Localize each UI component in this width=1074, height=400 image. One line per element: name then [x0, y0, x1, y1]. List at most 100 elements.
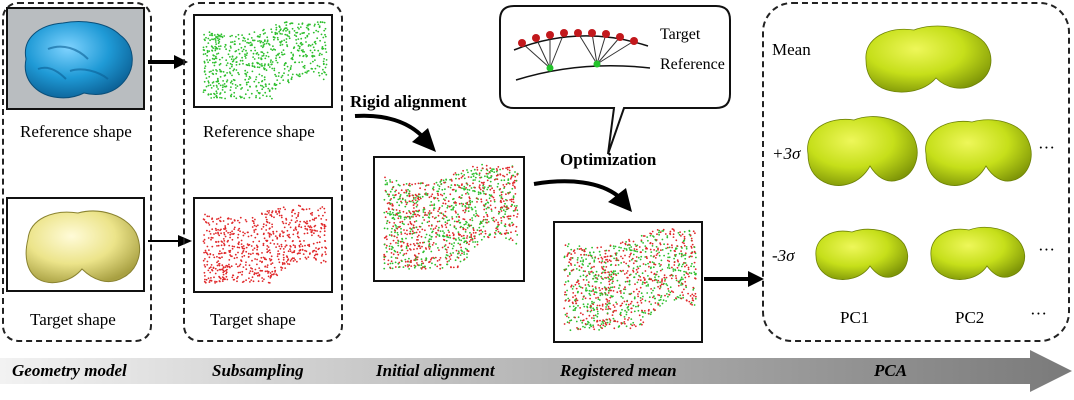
point	[612, 317, 615, 320]
point	[425, 192, 427, 195]
point	[480, 176, 483, 179]
point	[640, 251, 642, 254]
point	[282, 256, 285, 259]
point	[383, 258, 386, 261]
point	[280, 51, 283, 54]
point	[400, 201, 403, 204]
point	[229, 254, 231, 256]
point	[613, 247, 615, 250]
point	[455, 211, 457, 214]
point	[413, 207, 415, 209]
point	[212, 38, 215, 41]
point	[605, 249, 608, 252]
point	[428, 234, 431, 237]
point	[682, 254, 685, 257]
point	[608, 300, 611, 302]
point	[399, 195, 401, 198]
point	[673, 264, 676, 266]
point	[585, 258, 587, 260]
point	[605, 266, 608, 268]
point	[278, 261, 281, 264]
point	[607, 271, 609, 273]
point	[641, 309, 643, 312]
point	[613, 327, 616, 330]
point	[609, 296, 612, 299]
point	[216, 269, 219, 272]
point	[482, 184, 484, 187]
point	[249, 41, 252, 44]
point	[457, 242, 460, 245]
point	[602, 271, 604, 274]
point	[225, 59, 228, 62]
point	[435, 236, 437, 238]
point	[690, 265, 692, 268]
point	[390, 234, 393, 237]
point	[474, 179, 476, 181]
point	[238, 73, 240, 76]
point	[251, 270, 254, 273]
point	[412, 216, 414, 218]
point	[286, 229, 289, 232]
point	[230, 265, 233, 268]
point	[238, 52, 241, 55]
point	[564, 244, 567, 247]
point	[423, 208, 426, 211]
point	[207, 237, 210, 239]
point	[582, 259, 585, 262]
point	[566, 253, 569, 256]
point	[215, 72, 218, 75]
point	[244, 55, 246, 58]
point	[396, 227, 399, 230]
point	[411, 183, 413, 186]
point	[206, 263, 209, 266]
point	[661, 279, 663, 282]
point	[567, 252, 570, 255]
point	[304, 249, 306, 252]
point	[289, 22, 291, 25]
point	[233, 219, 236, 221]
point	[691, 239, 693, 242]
point	[511, 166, 514, 168]
point	[242, 251, 244, 253]
point	[269, 227, 271, 230]
point	[459, 243, 461, 246]
point	[645, 246, 648, 249]
point	[325, 51, 328, 53]
point	[666, 259, 669, 262]
point	[632, 253, 635, 256]
point	[241, 96, 243, 98]
point	[405, 183, 408, 185]
point	[204, 275, 206, 277]
point	[441, 267, 444, 269]
point	[311, 51, 314, 54]
point	[618, 287, 620, 289]
optimization-label: Optimization	[560, 150, 657, 169]
point	[273, 266, 276, 269]
point	[676, 266, 679, 269]
point	[610, 275, 613, 278]
point	[430, 250, 433, 253]
point	[306, 220, 308, 223]
point	[245, 279, 247, 282]
point	[294, 212, 296, 215]
point	[244, 219, 247, 221]
point	[208, 71, 211, 73]
point	[237, 271, 240, 274]
point	[478, 229, 481, 232]
point	[446, 234, 449, 236]
point	[450, 266, 452, 268]
point	[658, 231, 660, 234]
point	[245, 83, 248, 86]
point	[566, 315, 568, 318]
point	[572, 250, 575, 253]
point	[617, 259, 620, 262]
point	[413, 198, 415, 200]
point	[271, 270, 274, 273]
point	[669, 291, 672, 294]
point	[598, 299, 601, 301]
point	[404, 205, 407, 208]
point	[397, 253, 400, 256]
point	[650, 311, 653, 314]
point	[312, 242, 315, 245]
point	[215, 232, 217, 234]
